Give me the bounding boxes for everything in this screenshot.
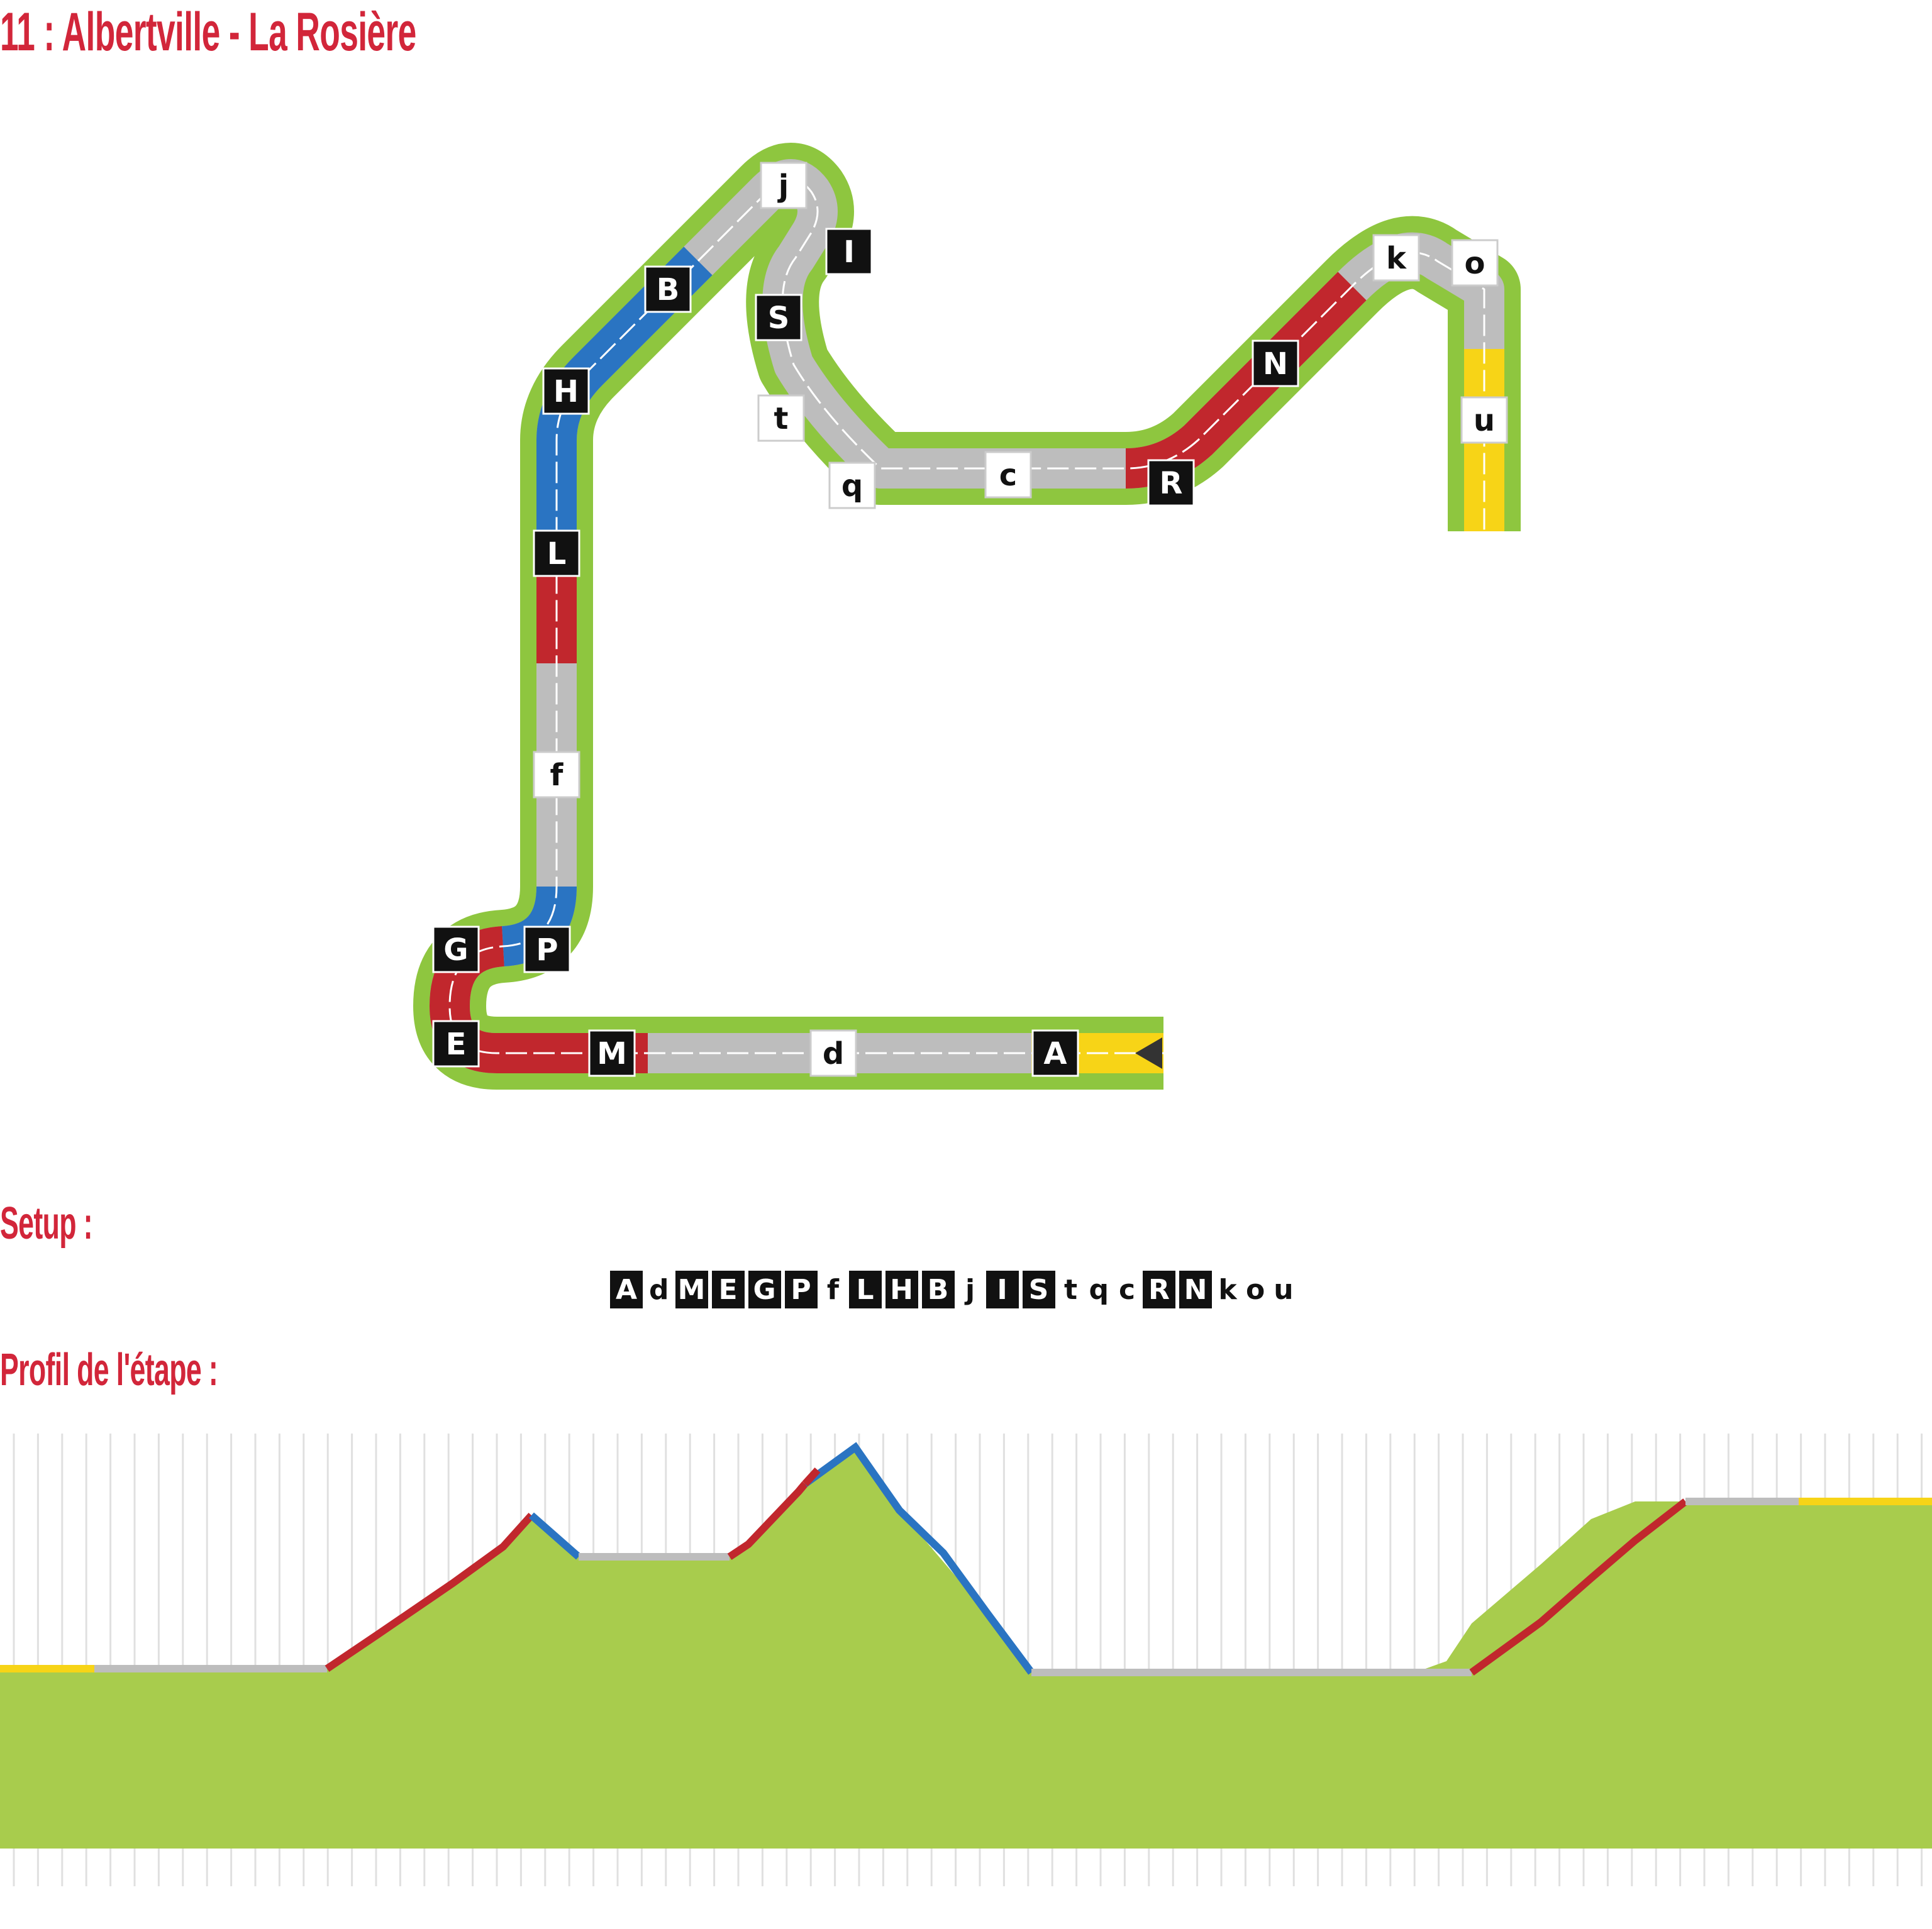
track-tile-label: N (1263, 346, 1288, 382)
track-tile-label: B (657, 272, 680, 307)
track-tile-c: c (984, 451, 1032, 499)
track-map: Ad M E G Pf L H BjI St q c R Nk o u (413, 143, 1521, 1090)
profile-area (0, 1447, 1932, 1849)
track-tile-d: d (809, 1029, 857, 1077)
setup-chip-o: o (1243, 1271, 1268, 1308)
track-tile-k: k (1372, 234, 1420, 282)
profile-line-climb-2 (727, 1481, 808, 1560)
track-tile-label: u (1474, 403, 1495, 438)
start-arrow-icon (1135, 1037, 1162, 1069)
setup-chip-k: k (1216, 1271, 1240, 1308)
track-tile-A: A (1031, 1029, 1079, 1077)
track-tile-label: d (823, 1036, 844, 1071)
track-tile-S: S (755, 294, 802, 341)
setup-chip-u: u (1271, 1271, 1296, 1308)
profile-line-climb-2b (802, 1467, 821, 1487)
track-tile-u: u (1460, 396, 1508, 444)
setup-chip-R: R (1143, 1271, 1175, 1308)
setup-chip-N: N (1179, 1271, 1212, 1308)
setup-heading: Setup : (0, 1198, 93, 1249)
track-tile-t: t (757, 394, 805, 442)
track-tile-label: G (443, 932, 468, 968)
track-tile-j: j (760, 162, 808, 209)
track-tile-M: M (588, 1029, 636, 1077)
setup-chip-A: A (610, 1271, 643, 1308)
track-tile-label: q (841, 468, 863, 504)
track-tile-label: f (550, 758, 564, 793)
setup-chip-G: G (748, 1271, 781, 1308)
track-tile-I: I (825, 228, 873, 275)
track-tile-label: E (446, 1027, 467, 1062)
track-tile-q: q (828, 462, 876, 509)
track-tile-label: S (768, 301, 790, 336)
track-tile-N: N (1252, 340, 1299, 387)
track-tile-label: H (553, 374, 579, 409)
profile-line-climb-1 (325, 1512, 535, 1672)
setup-chip-E: E (711, 1271, 745, 1308)
track-tile-label: A (1043, 1036, 1067, 1071)
track-tile-label: P (536, 932, 558, 968)
setup-chip-f: f (821, 1271, 845, 1308)
stage-profile (0, 1434, 1932, 1886)
profile-heading: Profil de l'étape : (0, 1345, 218, 1395)
setup-chip-P: P (784, 1271, 818, 1308)
track-tile-label: o (1465, 246, 1485, 281)
track-tile-label: M (597, 1036, 627, 1071)
track-tile-f: f (533, 751, 580, 799)
track-tile-label: c (999, 458, 1017, 493)
track-tile-L: L (533, 529, 580, 577)
setup-chip-B: B (921, 1271, 955, 1308)
setup-chip-S: S (1022, 1271, 1055, 1308)
track-tile-label: k (1386, 241, 1407, 276)
track-tile-H: H (542, 367, 590, 415)
track-tile-E: E (432, 1020, 480, 1068)
setup-chip-q: q (1086, 1271, 1111, 1308)
setup-chip-I: I (985, 1271, 1019, 1308)
track-tile-o: o (1451, 239, 1499, 287)
track-tile-label: t (774, 401, 789, 436)
setup-chip-d: d (647, 1271, 672, 1308)
setup-chip-H: H (885, 1271, 918, 1308)
profile-line-descent-2 (802, 1442, 1035, 1675)
tile-labels: Ad M E G Pf L H BjI St q c R Nk o u (432, 162, 1508, 1077)
setup-chip-j: j (958, 1271, 982, 1308)
stage-title: 11 : Albertville - La Rosière (0, 2, 416, 62)
track-tile-P: P (523, 926, 571, 973)
track-tile-B: B (644, 265, 692, 313)
setup-chip-t: t (1058, 1271, 1083, 1308)
setup-chip-c: c (1115, 1271, 1139, 1308)
setup-chip-M: M (675, 1271, 708, 1308)
track-tile-label: I (843, 235, 855, 270)
setup-chip-L: L (848, 1271, 882, 1308)
track-tile-label: R (1160, 466, 1183, 501)
track-tile-R: R (1147, 459, 1195, 507)
profile-line-climb-3 (1469, 1498, 1688, 1676)
track-tile-label: j (777, 169, 789, 204)
track-tile-G: G (432, 926, 480, 973)
track-tile-label: L (547, 536, 567, 572)
profile-line-descent-1 (529, 1512, 581, 1560)
